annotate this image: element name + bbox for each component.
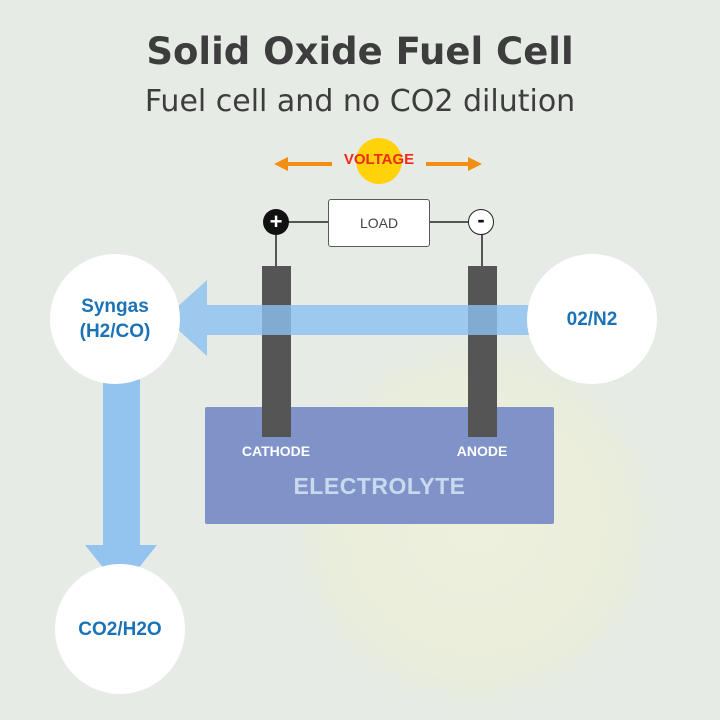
vertical-flow-arrow-icon <box>85 375 157 590</box>
electrolyte-label: ELECTROLYTE <box>293 473 466 499</box>
wire-minus-down <box>481 235 483 267</box>
wire-plus-down <box>275 235 277 267</box>
o2-n2-label: 02/N2 <box>566 308 618 330</box>
syngas-label: Syngas <box>81 296 149 317</box>
voltage-arrow-right-icon <box>426 157 482 171</box>
wire-left-to-load <box>289 221 328 223</box>
anode-label: ANODE <box>456 443 508 459</box>
o2-n2-node: 02/N2 <box>527 254 657 384</box>
voltage-label: VOLTAGE <box>343 151 415 168</box>
anode-electrode <box>468 266 497 437</box>
wire-load-to-right <box>430 221 468 223</box>
positive-terminal: + <box>263 209 289 235</box>
co2-h2o-node: CO2/H2O <box>55 564 185 694</box>
diagram-subtitle: Fuel cell and no CO2 dilution <box>144 84 576 119</box>
horizontal-flow-arrow-icon <box>165 280 540 356</box>
negative-terminal: - <box>468 209 494 235</box>
cathode-label: CATHODE <box>241 443 311 459</box>
syngas-formula: (H2/CO) <box>79 321 151 342</box>
syngas-node: Syngas (H2/CO) <box>50 254 180 384</box>
load-box: LOAD <box>328 199 430 247</box>
cathode-electrode <box>262 266 291 437</box>
voltage-arrow-left-icon <box>274 157 332 171</box>
diagram-title: Solid Oxide Fuel Cell <box>146 30 574 73</box>
voltage-highlight <box>356 138 402 184</box>
co2-h2o-label: CO2/H2O <box>78 618 162 640</box>
